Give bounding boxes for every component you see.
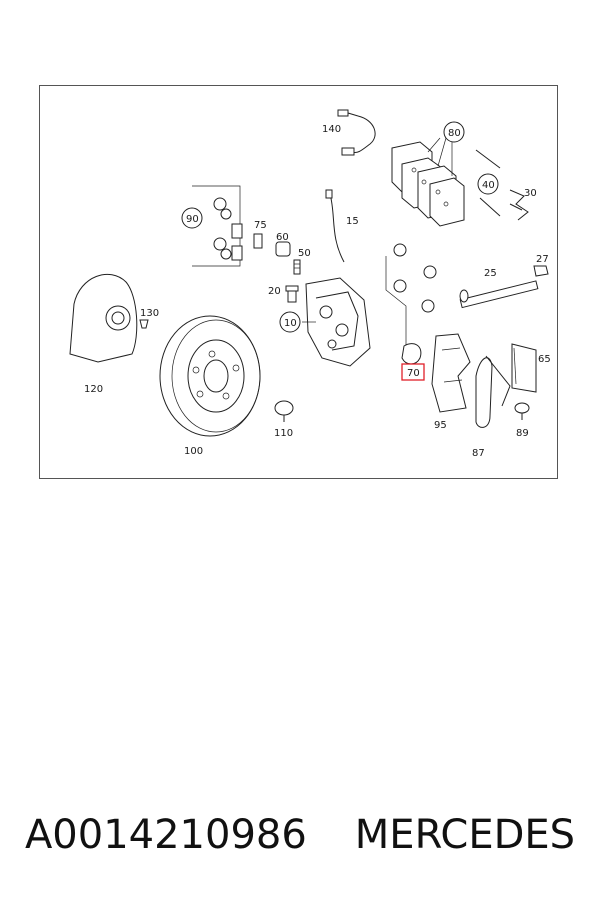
sleeve-part[interactable]	[253, 233, 263, 249]
spring-clip-part[interactable]	[509, 189, 529, 221]
part-caption: A0014210986 MERCEDES	[0, 800, 600, 870]
nut-part[interactable]	[533, 265, 549, 277]
bolt-20-part[interactable]	[285, 285, 299, 303]
callout-110: 110	[274, 428, 293, 439]
bolt-110-part[interactable]	[274, 400, 294, 422]
callout-87: 87	[472, 448, 485, 459]
callout-30: 30	[524, 188, 537, 199]
callout-140: 140	[322, 124, 341, 135]
callout-89: 89	[516, 428, 529, 439]
callout-25: 25	[484, 268, 497, 279]
callout-10: 10	[284, 318, 297, 329]
guide-pin-25-part[interactable]	[459, 280, 539, 309]
brake-hose-part[interactable]	[325, 189, 345, 263]
callout-80: 80	[448, 128, 461, 139]
seal-kit-70-part[interactable]	[385, 243, 437, 365]
callout-27: 27	[536, 254, 549, 265]
seal-kit-part[interactable]	[192, 185, 243, 267]
bolt-89-part[interactable]	[514, 402, 530, 420]
callout-130: 130	[140, 308, 159, 319]
callout-100: 100	[184, 446, 203, 457]
bleeder-screw-part[interactable]	[293, 259, 301, 275]
callout-50: 50	[298, 248, 311, 259]
wear-sensor-part[interactable]	[337, 109, 376, 156]
caliper-part[interactable]	[302, 277, 371, 367]
callout-65: 65	[538, 354, 551, 365]
callout-20: 20	[268, 286, 281, 297]
callout-circle-40	[477, 173, 499, 195]
anti-rattle-plate-part[interactable]	[475, 355, 511, 428]
brand-name: MERCEDES	[354, 812, 576, 858]
brake-pad-set-part[interactable]	[391, 137, 465, 227]
callout-60: 60	[276, 232, 289, 243]
part-number: A0014210986	[24, 812, 307, 858]
parts-diagram: 140 80 40 30 90 75 60 15 50 27 25 20 130…	[39, 85, 558, 479]
brake-disc-part[interactable]	[159, 315, 261, 437]
highlight-box-70	[401, 363, 425, 381]
caliper-bracket-part[interactable]	[431, 333, 471, 413]
callout-95: 95	[434, 420, 447, 431]
callout-90: 90	[186, 214, 199, 225]
callout-15: 15	[346, 216, 359, 227]
pad-spring-part[interactable]	[511, 343, 537, 393]
bush-part[interactable]	[275, 241, 291, 257]
callout-circle-90	[181, 207, 203, 229]
guide-pin-part[interactable]	[475, 149, 501, 217]
callout-120: 120	[84, 384, 103, 395]
callout-circle-10	[279, 311, 301, 333]
callout-circle-80	[443, 121, 465, 143]
exploded-view: 140 80 40 30 90 75 60 15 50 27 25 20 130…	[69, 109, 551, 459]
screw-130-part[interactable]	[139, 319, 149, 329]
splash-shield-part[interactable]	[69, 273, 138, 363]
callout-75: 75	[254, 220, 267, 231]
callout-70: 70	[407, 368, 420, 379]
callout-40: 40	[482, 180, 495, 191]
